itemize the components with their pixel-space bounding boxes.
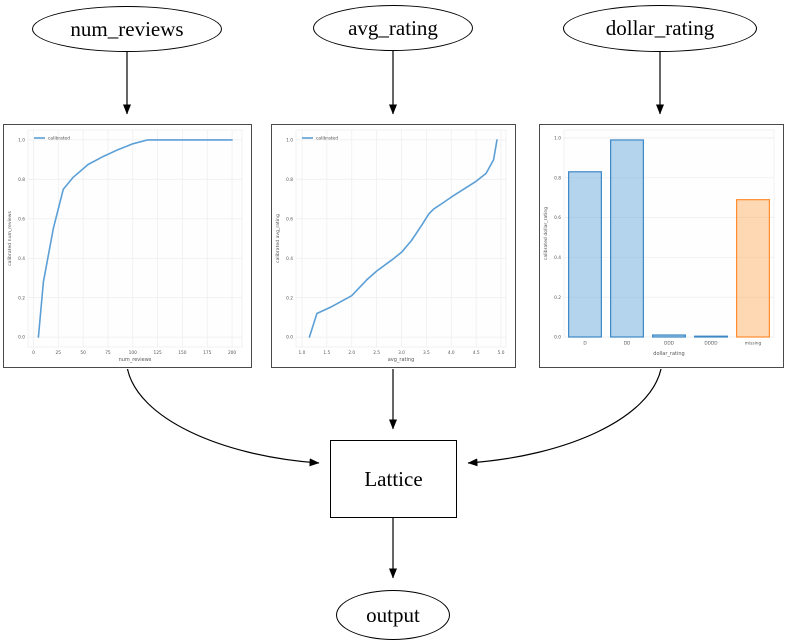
svg-text:calibrated: calibrated <box>48 136 70 142</box>
node-dollar-rating: dollar_rating <box>563 5 757 52</box>
svg-text:0.0: 0.0 <box>18 335 25 341</box>
svg-text:dollar_rating: dollar_rating <box>653 351 684 357</box>
svg-text:DDD: DDD <box>664 341 675 347</box>
svg-text:calibrated num_reviews: calibrated num_reviews <box>7 211 13 266</box>
svg-text:avg_rating: avg_rating <box>388 357 415 363</box>
svg-text:0.6: 0.6 <box>554 215 561 221</box>
svg-text:0.4: 0.4 <box>286 256 293 262</box>
svg-text:0.2: 0.2 <box>286 295 293 301</box>
svg-text:1.0: 1.0 <box>286 137 293 143</box>
num-reviews-calibration-chart: 0.0 0.2 0.4 0.6 0.8 1.0 0 25 50 75 100 125 150 175 200… <box>3 124 252 368</box>
svg-text:0.0: 0.0 <box>554 335 561 341</box>
svg-text:0.8: 0.8 <box>554 175 561 181</box>
node-num-reviews-label: num_reviews <box>70 16 184 41</box>
svg-text:200: 200 <box>228 350 236 356</box>
avg-rating-calibration-chart: 0.0 0.2 0.4 0.6 0.8 1.0 1.0 1.5 2.0 2.5 3.0 3.5 4.0 4… <box>271 124 516 368</box>
svg-text:0.2: 0.2 <box>18 295 25 301</box>
svg-text:75: 75 <box>105 350 111 356</box>
svg-text:num_reviews: num_reviews <box>119 357 152 363</box>
svg-text:0.6: 0.6 <box>286 216 293 222</box>
node-lattice: Lattice <box>330 440 457 518</box>
svg-text:50: 50 <box>80 350 86 356</box>
svg-text:4.0: 4.0 <box>448 350 455 356</box>
svg-text:DDDD: DDDD <box>704 341 718 347</box>
svg-text:4.5: 4.5 <box>473 350 480 356</box>
svg-text:3.0: 3.0 <box>398 350 405 356</box>
svg-text:2.0: 2.0 <box>348 350 355 356</box>
svg-text:100: 100 <box>129 350 137 356</box>
svg-text:calibrated dollar_rating: calibrated dollar_rating <box>543 207 549 260</box>
node-avg-rating: avg_rating <box>313 5 473 51</box>
node-num-reviews: num_reviews <box>32 6 222 52</box>
svg-text:0.2: 0.2 <box>554 295 561 301</box>
plot-num-reviews-calibration: 0.0 0.2 0.4 0.6 0.8 1.0 0 25 50 75 100 125 150 175 200… <box>3 124 252 368</box>
svg-text:0.0: 0.0 <box>286 335 293 341</box>
svg-text:1.0: 1.0 <box>18 137 25 143</box>
svg-text:150: 150 <box>178 350 186 356</box>
svg-text:0.4: 0.4 <box>18 256 25 262</box>
svg-text:missing: missing <box>745 341 762 347</box>
svg-text:125: 125 <box>153 350 161 356</box>
node-dollar-rating-label: dollar_rating <box>605 16 715 40</box>
svg-text:D: D <box>583 341 587 347</box>
svg-text:3.5: 3.5 <box>423 350 430 356</box>
edge-calibrated-num-reviews-to-lattice <box>126 368 320 467</box>
svg-text:1.5: 1.5 <box>323 350 330 356</box>
svg-text:5.0: 5.0 <box>498 350 505 356</box>
edge-calibrated-dollar-rating-to-lattice <box>467 368 662 467</box>
svg-text:2.5: 2.5 <box>373 350 380 356</box>
node-output: output <box>336 590 450 640</box>
node-avg-rating-label: avg_rating <box>348 15 438 40</box>
node-output-label: output <box>366 602 420 627</box>
svg-text:25: 25 <box>56 350 62 356</box>
svg-text:0.8: 0.8 <box>286 177 293 183</box>
svg-text:1.0: 1.0 <box>554 136 561 142</box>
svg-text:0: 0 <box>32 350 35 356</box>
node-lattice-label: Lattice <box>364 466 423 491</box>
svg-text:DD: DD <box>624 341 631 347</box>
svg-text:175: 175 <box>203 350 211 356</box>
svg-text:0.4: 0.4 <box>554 255 561 261</box>
svg-text:calibrated avg_rating: calibrated avg_rating <box>275 214 281 263</box>
svg-text:calibrated: calibrated <box>316 136 338 142</box>
svg-text:0.8: 0.8 <box>18 177 25 183</box>
plot-avg-rating-calibration: 0.0 0.2 0.4 0.6 0.8 1.0 1.0 1.5 2.0 2.5 3.0 3.5 4.0 4… <box>271 124 516 368</box>
svg-text:0.6: 0.6 <box>18 216 25 222</box>
svg-text:1.0: 1.0 <box>299 350 306 356</box>
